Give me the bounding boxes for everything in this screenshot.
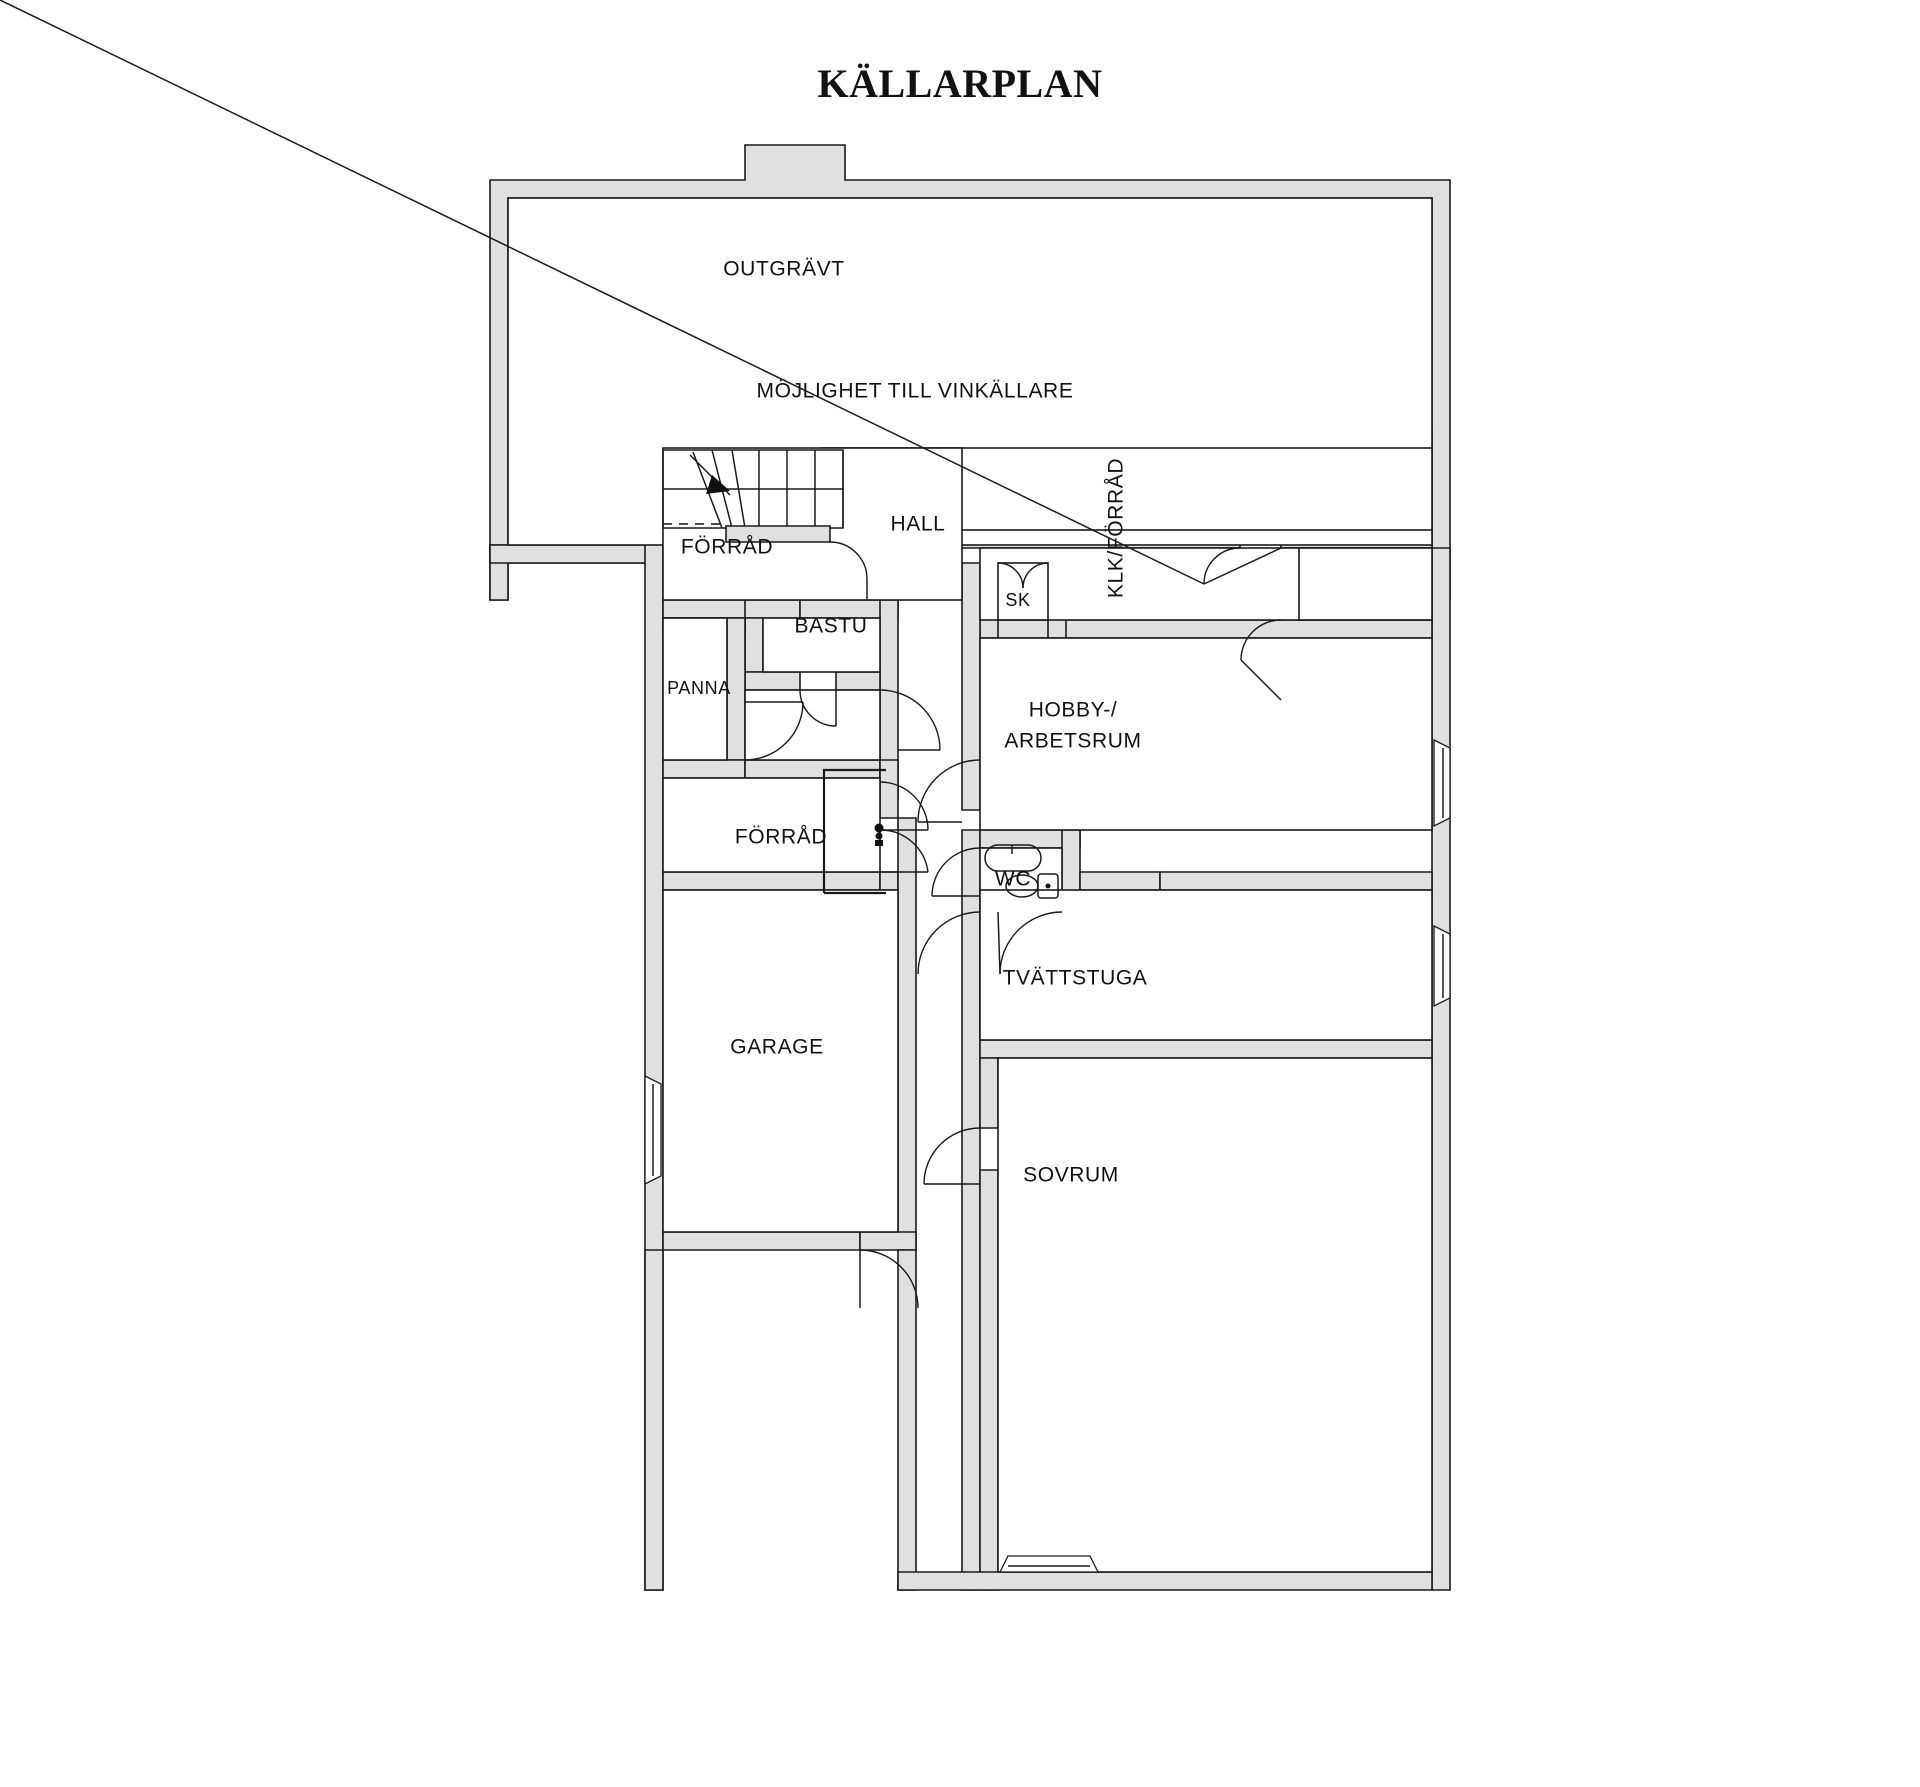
- room-interiors: [507, 197, 1433, 1573]
- room-bastu-upper: [762, 617, 881, 673]
- room-klk: [1298, 547, 1433, 621]
- door-hobby: [917, 759, 981, 823]
- label-hall: HALL: [891, 513, 946, 536]
- washbasin: [984, 844, 1042, 872]
- fixtures: [822, 768, 1059, 899]
- label-sk: SK: [1005, 590, 1030, 610]
- label-garage: GARAGE: [730, 1036, 823, 1059]
- window-tvattstuga: [1433, 924, 1451, 1008]
- door-forrad1: [829, 541, 868, 600]
- door-sovrum: [923, 1127, 981, 1185]
- door-garage: [859, 1249, 919, 1309]
- label-bastu: BASTU: [794, 615, 867, 638]
- windows: [644, 738, 1451, 1573]
- room-bastu-lower: [744, 689, 881, 761]
- room-panna: [662, 617, 728, 761]
- staircase: [662, 449, 844, 543]
- door-bastu-2: [879, 689, 941, 751]
- room-sovrum: [997, 1057, 1433, 1573]
- door-klk: [1240, 619, 1282, 701]
- doors: [0, 0, 1282, 1309]
- label-arbetsrum: ARBETSRUM: [1004, 730, 1141, 753]
- label-panna: PANNA: [667, 678, 731, 698]
- door-panna: [744, 701, 804, 761]
- door-bastu: [799, 689, 837, 727]
- door-forrad2b: [879, 829, 929, 873]
- room-labels: OUTGRÄVT MÖJLIGHET TILL VINKÄLLARE HALL …: [667, 258, 1147, 1187]
- label-wc: WC: [995, 868, 1031, 891]
- label-forrad-1: FÖRRÅD: [681, 536, 773, 559]
- room-garage: [662, 889, 899, 1233]
- room-hobby: [979, 637, 1433, 831]
- door-wc: [931, 847, 981, 897]
- label-sovrum: SOVRUM: [1023, 1164, 1119, 1187]
- window-garage: [644, 1074, 662, 1186]
- label-tvattstuga: TVÄTTSTUGA: [1003, 967, 1148, 990]
- label-klk-forrad: KLK/FÖRRÅD: [1105, 458, 1128, 598]
- label-forrad-2: FÖRRÅD: [735, 826, 827, 849]
- room-forrad2: [662, 777, 881, 873]
- label-outgravt: OUTGRÄVT: [723, 258, 844, 281]
- boiler-fixture: [822, 768, 886, 895]
- label-vinkallare: MÖJLIGHET TILL VINKÄLLARE: [757, 380, 1074, 403]
- label-hobby: HOBBY-/: [1029, 699, 1118, 722]
- toilet: [1005, 873, 1059, 899]
- window-sovrum: [998, 1555, 1100, 1573]
- window-hobby: [1433, 738, 1451, 828]
- door-vinkallare: [0, 0, 1282, 585]
- page-title: KÄLLARPLAN: [817, 61, 1103, 106]
- room-sk: [997, 562, 1049, 621]
- door-sk-right: [1022, 562, 1049, 589]
- room-tvattstuga: [979, 889, 1433, 1041]
- door-tvatt: [917, 911, 1063, 975]
